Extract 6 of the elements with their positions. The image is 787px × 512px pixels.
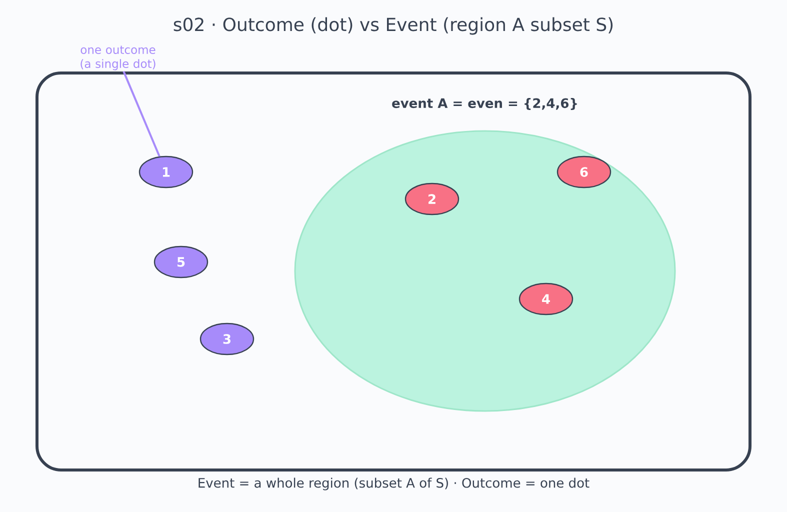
region-label: event A = even = {2,4,6}: [392, 98, 577, 110]
caption: Event = a whole region (subset A of S) · Outcome = one dot: [198, 478, 590, 490]
sample-space-frame: [36, 72, 752, 472]
leader-line: [122, 71, 160, 157]
title: s02 · Outcome (dot) vs Event (region A subset S): [174, 17, 613, 35]
annotation-text: one outcome (a single dot): [80, 46, 156, 70]
